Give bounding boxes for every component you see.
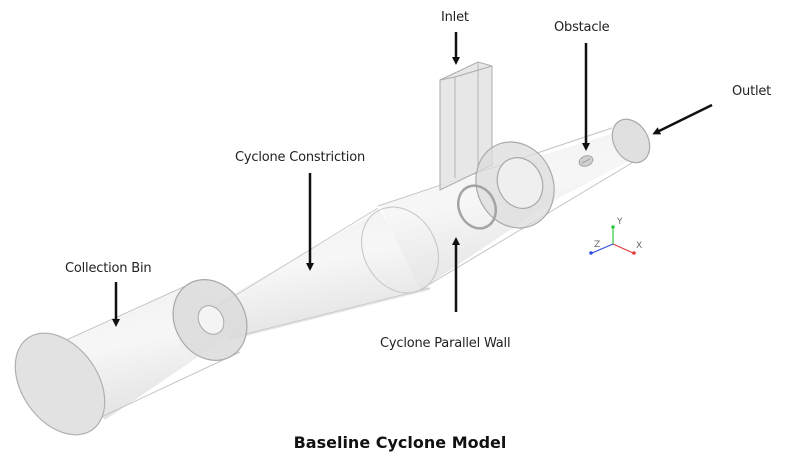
outlet-arrow — [652, 103, 713, 135]
axis-y-label: Y — [616, 217, 623, 227]
axis-x-label: X — [636, 241, 642, 251]
annotation-arrows — [112, 32, 713, 327]
cyclone-rings — [456, 141, 555, 230]
axis-triad: Y X Z — [589, 217, 642, 255]
figure-title: Baseline Cyclone Model — [293, 433, 507, 452]
label-collection-bin: Collection Bin — [65, 261, 152, 276]
label-cyclone-constriction: Cyclone Constriction — [235, 150, 365, 165]
label-obstacle: Obstacle — [554, 20, 610, 35]
inlet-duct — [439, 61, 493, 191]
cyclone-constriction — [205, 207, 431, 340]
label-inlet: Inlet — [441, 10, 469, 25]
outlet-opening — [611, 118, 651, 164]
obstacle-marker — [578, 155, 594, 167]
axis-z-label: Z — [594, 240, 600, 250]
bin-plate — [172, 279, 248, 361]
label-outlet: Outlet — [732, 84, 772, 99]
label-cyclone-parallel-wall: Cyclone Parallel Wall — [380, 336, 511, 351]
